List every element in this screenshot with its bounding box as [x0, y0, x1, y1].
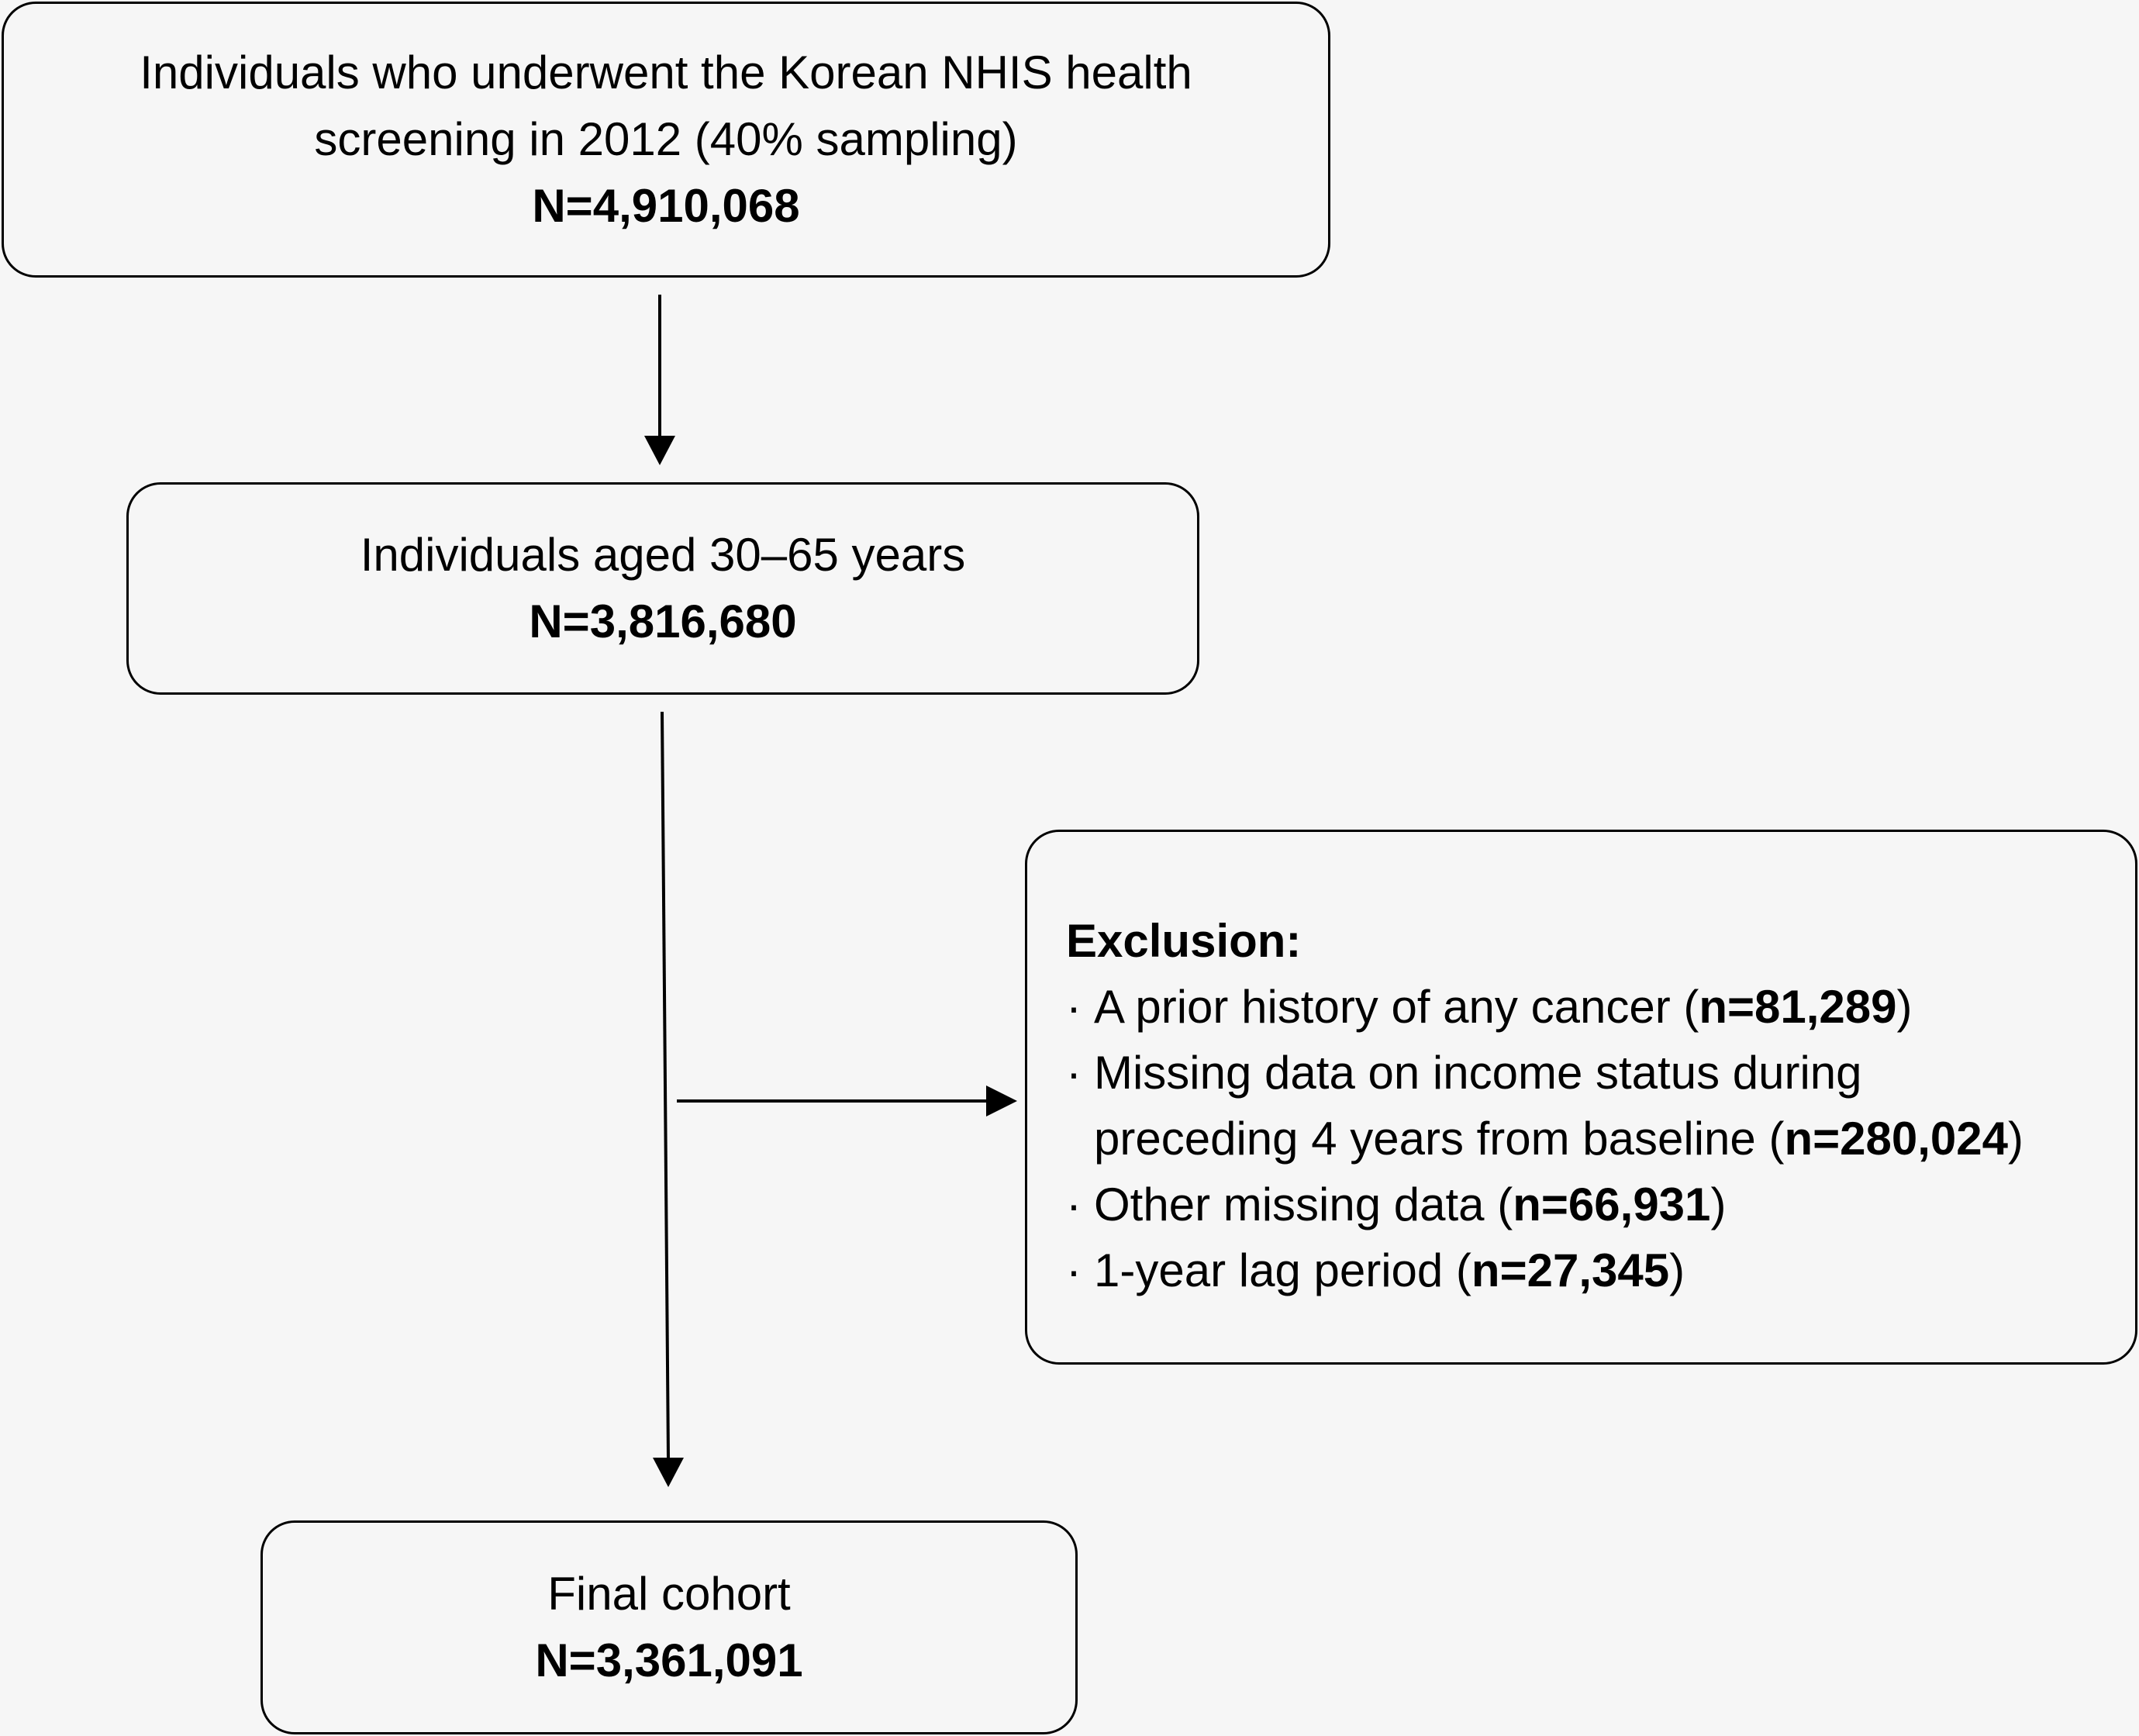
exclusion-item-text: A prior history of any cancer (	[1094, 981, 1699, 1033]
exclusion-item-count: n=66,931	[1513, 1179, 1711, 1230]
arrow-screening-to-aged	[644, 295, 675, 465]
exclusion-item: ·Other missing data (n=66,931)	[1066, 1172, 2135, 1237]
final-label: Final cohort	[547, 1568, 791, 1620]
exclusion-item-count: n=280,024	[1784, 1113, 2009, 1165]
exclusion-item-close: )	[1896, 981, 1913, 1033]
arrow-aged-to-final	[653, 711, 684, 1487]
exclusion-item-text: Missing data on income status during	[1094, 1047, 1862, 1099]
exclusion-box: Exclusion: ·A prior history of any cance…	[1025, 830, 2137, 1365]
aged-count: N=3,816,680	[529, 595, 797, 647]
bullet-dot: ·	[1066, 1179, 1082, 1230]
exclusion-item: ·1-year lag period (n=27,345)	[1066, 1237, 2135, 1303]
arrow-line	[661, 711, 670, 1460]
exclusion-item-close: )	[1710, 1179, 1727, 1230]
screening-box: Individuals who underwent the Korean NHI…	[2, 2, 1330, 278]
exclusion-item: ·Missing data on income status during	[1066, 1040, 2135, 1106]
screening-line-2: screening in 2012 (40% sampling)	[314, 113, 1018, 165]
final-cohort-box: Final cohort N=3,361,091	[260, 1520, 1078, 1734]
exclusion-item-text: Other missing data (	[1094, 1179, 1513, 1230]
exclusion-item-cont-text: preceding 4 years from baseline (	[1094, 1113, 1785, 1165]
arrow-head	[653, 1458, 684, 1487]
arrow-to-exclusion	[677, 1085, 1017, 1116]
final-count: N=3,361,091	[535, 1634, 803, 1686]
aged-box: Individuals aged 30–65 years N=3,816,680	[126, 482, 1199, 695]
bullet-dot: ·	[1066, 1244, 1082, 1296]
exclusion-item-count: n=27,345	[1471, 1244, 1670, 1296]
exclusion-item: ·A prior history of any cancer (n=81,289…	[1066, 974, 2135, 1040]
screening-count: N=4,910,068	[532, 180, 800, 232]
exclusion-item-count: n=81,289	[1699, 981, 1897, 1033]
exclusion-item-close: )	[1669, 1244, 1685, 1296]
arrow-head	[644, 436, 675, 465]
exclusion-item-continuation: preceding 4 years from baseline (n=280,0…	[1066, 1106, 2135, 1172]
arrow-head	[986, 1085, 1017, 1116]
bullet-dot: ·	[1066, 1047, 1082, 1099]
screening-line-1: Individuals who underwent the Korean NHI…	[140, 47, 1192, 98]
aged-label: Individuals aged 30–65 years	[360, 529, 966, 581]
bullet-dot: ·	[1066, 981, 1082, 1033]
exclusion-item-close: )	[2008, 1113, 2024, 1165]
exclusion-item-text: 1-year lag period (	[1094, 1244, 1471, 1296]
exclusion-title: Exclusion:	[1066, 915, 1302, 967]
